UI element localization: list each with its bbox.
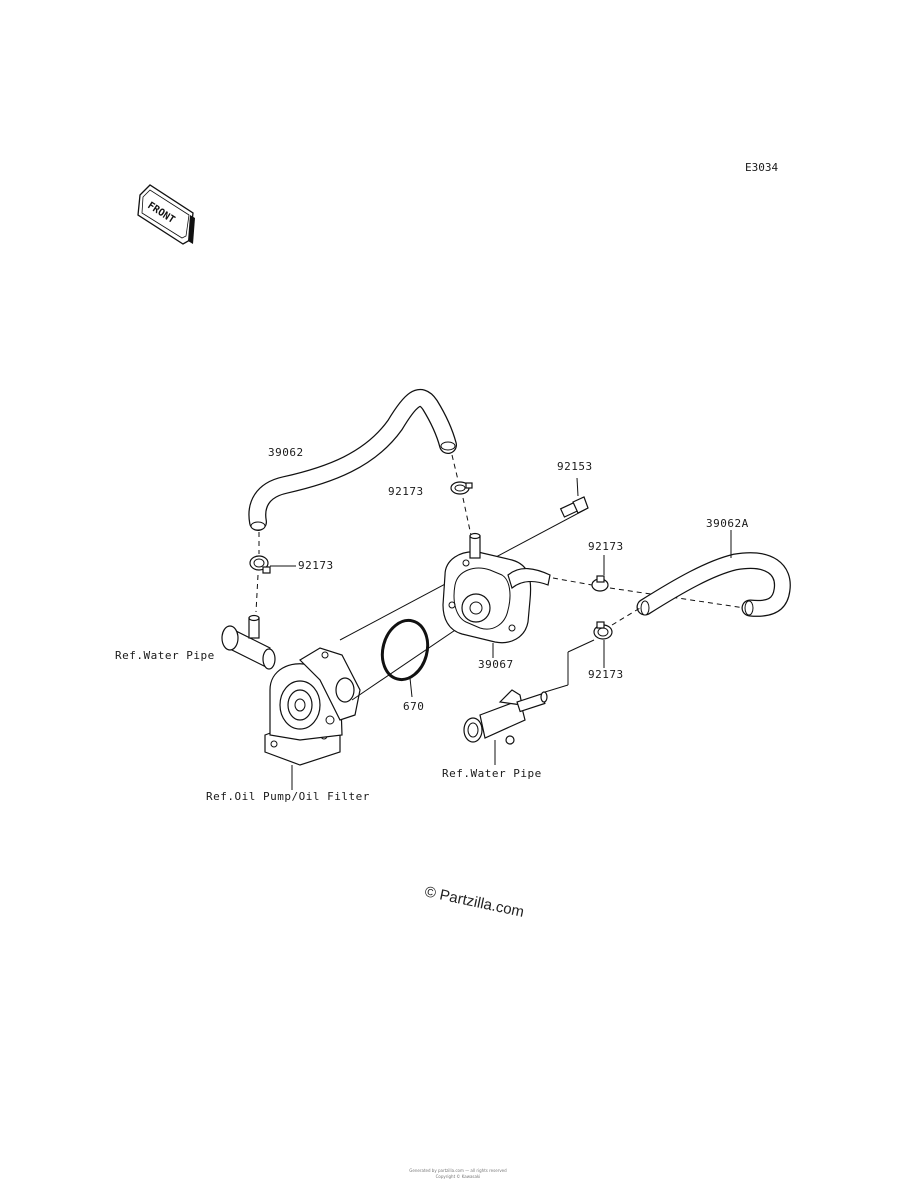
label-92173-upper: 92173 xyxy=(388,485,424,498)
o-ring-670 xyxy=(380,618,430,682)
label-92173-left: 92173 xyxy=(298,559,334,572)
water-pipe-left xyxy=(221,614,276,670)
footer-line-2: Copyright © Kawasaki xyxy=(436,1174,481,1179)
label-92173-right-upper: 92173 xyxy=(588,540,624,553)
label-39067: 39067 xyxy=(478,658,514,671)
label-670: 670 xyxy=(403,700,424,713)
hose-39062a xyxy=(636,552,791,617)
label-92153: 92153 xyxy=(557,460,593,473)
front-arrow-icon: FRONT xyxy=(137,184,195,245)
label-92173-right-lower: 92173 xyxy=(588,668,624,681)
oil-cooler-39067 xyxy=(442,532,551,644)
footer-line-1: Generated by partzilla.com — all rights … xyxy=(409,1168,507,1173)
label-39062: 39062 xyxy=(268,446,304,459)
diagram-code: E3034 xyxy=(745,161,778,174)
clamp-92173-left xyxy=(249,555,271,574)
label-ref-water-pipe-left: Ref.Water Pipe xyxy=(115,649,215,662)
clamp-92173-upper xyxy=(450,481,473,495)
oil-pump-housing xyxy=(264,647,361,766)
label-39062a: 39062A xyxy=(706,517,749,530)
label-ref-oil-pump: Ref.Oil Pump/Oil Filter xyxy=(206,790,370,803)
water-pipe-right xyxy=(463,689,548,745)
hose-39062 xyxy=(248,389,457,531)
clamp-92173-right-lower xyxy=(593,621,613,640)
bolt-92153 xyxy=(559,496,589,518)
label-ref-water-pipe-right: Ref.Water Pipe xyxy=(442,767,542,780)
watermark: © Partzilla.com xyxy=(423,883,525,921)
clamp-92173-right-upper xyxy=(591,575,609,592)
